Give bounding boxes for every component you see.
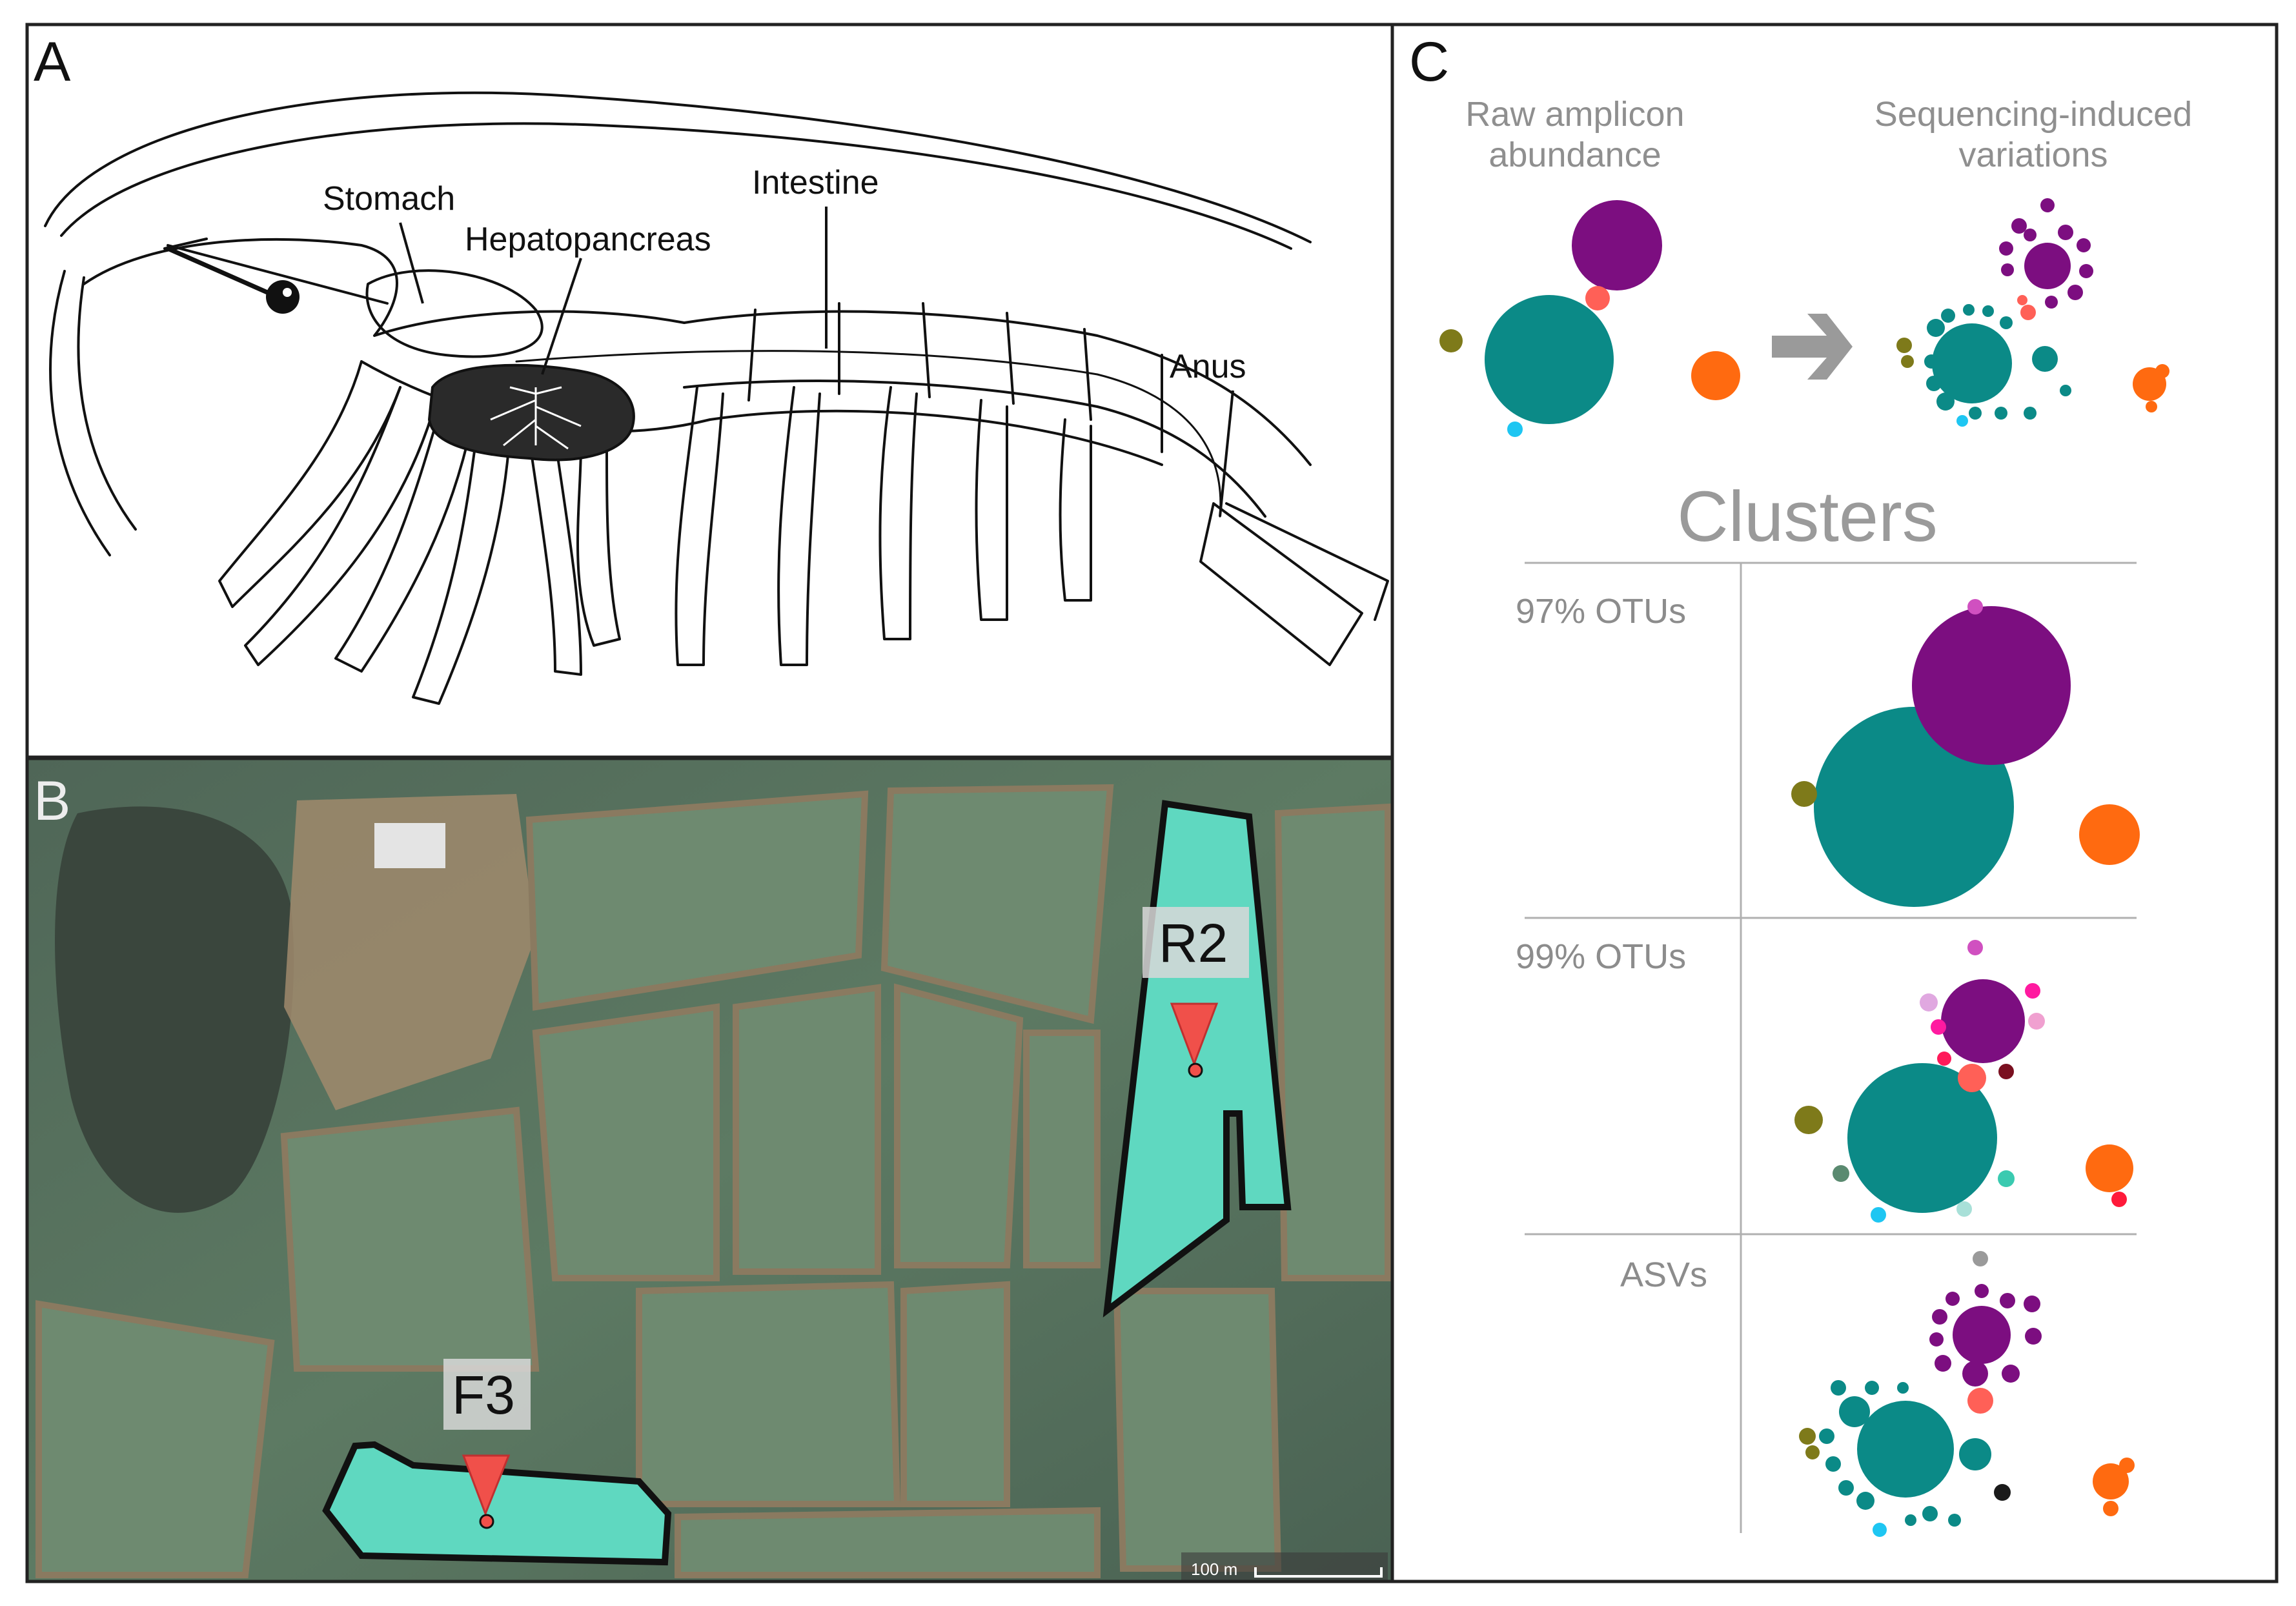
shrimp-drawing — [44, 91, 1389, 705]
hepatopancreas-organ — [427, 363, 635, 462]
anus-leader — [1219, 390, 1234, 517]
stomach-leader — [399, 222, 424, 304]
pond-f3-marker — [462, 1454, 511, 1517]
bubble-olive — [1439, 329, 1463, 352]
scale-bar-label: 100 m — [1191, 1560, 1237, 1579]
building — [374, 823, 445, 868]
bubble-cyan — [1507, 422, 1523, 437]
seq-variations-title-line1: Sequencing-induced — [1874, 95, 2192, 134]
row-label-otu99: 99% OTUs — [1516, 937, 1686, 976]
bubble-purple — [1572, 200, 1662, 290]
raw-abundance-bubbles — [1439, 200, 1740, 437]
pond-f3 — [322, 1441, 672, 1566]
panel-c-letter: C — [1409, 31, 1449, 93]
pond-r2-label: R2 — [1159, 913, 1228, 973]
asv-bubbles — [1799, 1251, 2135, 1537]
panel-b-letter: B — [34, 770, 70, 832]
bubble-orange — [1691, 351, 1740, 400]
intestine-label: Intestine — [752, 164, 879, 201]
clusters-heading: Clusters — [1677, 477, 1937, 556]
otu97-bubbles — [1791, 599, 2140, 907]
row-label-otu97: 97% OTUs — [1516, 592, 1686, 631]
panel-a: A — [25, 23, 1394, 759]
pond-f3-label-box — [443, 1359, 531, 1430]
hepatopancreas-ducts — [490, 386, 582, 450]
hepatopancreas-leader — [541, 258, 582, 375]
raw-abundance-title-line2: abundance — [1488, 136, 1661, 174]
pond-r2-marker-dot — [1188, 1062, 1203, 1078]
stomach-label: Stomach — [323, 180, 455, 218]
pond-grid — [36, 784, 1391, 1578]
pond-f3-marker-dot — [479, 1514, 494, 1529]
row-label-asv: ASVs — [1620, 1255, 1707, 1294]
raw-abundance-title-line1: Raw amplicon — [1465, 95, 1684, 134]
pond-r2-marker — [1170, 1002, 1219, 1067]
anus-label: Anus — [1170, 348, 1246, 385]
lagoon — [55, 806, 294, 1213]
seq-variation-bubbles — [1896, 198, 2169, 427]
pond-r2-label-box — [1143, 907, 1249, 978]
hepatopancreas-label: Hepatopancreas — [465, 221, 711, 258]
otu99-bubbles — [1794, 940, 2133, 1223]
panel-a-frame — [25, 23, 1394, 759]
bubble-salmon — [1585, 286, 1610, 310]
seq-variations-title-line2: variations — [1958, 136, 2108, 174]
pond-f3-label: F3 — [452, 1365, 515, 1425]
bubble-teal — [1485, 295, 1614, 424]
right-arrow-icon — [1772, 314, 1853, 380]
scale-bar — [1254, 1567, 1383, 1578]
sandy-area — [284, 794, 536, 1110]
panel-a-letter: A — [34, 31, 71, 93]
panel-b: R2 F3 100 m B — [25, 757, 1394, 1583]
panel-c: C Raw amplicon abundance Sequencing-indu… — [1390, 23, 2279, 1583]
